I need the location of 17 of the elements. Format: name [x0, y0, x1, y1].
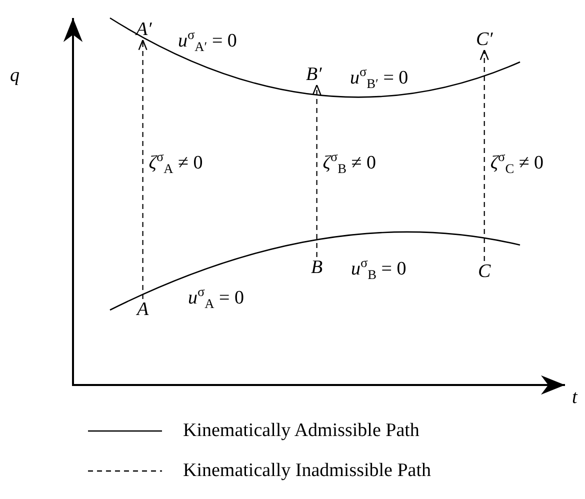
point-label: A: [137, 300, 149, 319]
value-label: u$^{σ}$$_{A}$ = 0: [188, 285, 244, 310]
point-label: B′: [306, 65, 322, 84]
value-label: u$^{σ}$$_{B′}$ = 0: [350, 65, 408, 90]
legend-text: Kinematically Admissible Path: [183, 421, 420, 440]
axis-label: q: [10, 66, 20, 85]
value-label: u$^{σ}$$_{B}$ = 0: [351, 256, 406, 282]
dashed-arrow: [480, 49, 489, 261]
point-label: A′: [136, 20, 152, 39]
legend-text: Kinematically Inadmissible Path: [183, 461, 432, 480]
point-label: C′: [476, 30, 493, 49]
dashed-arrow: [138, 39, 148, 299]
point-label: C: [478, 262, 491, 281]
axis-label: t: [572, 388, 578, 407]
point-label: B: [311, 258, 323, 277]
dashed-arrow: [312, 84, 322, 257]
value-label: u$^{σ}$$_{A′}$ = 0: [178, 28, 237, 54]
